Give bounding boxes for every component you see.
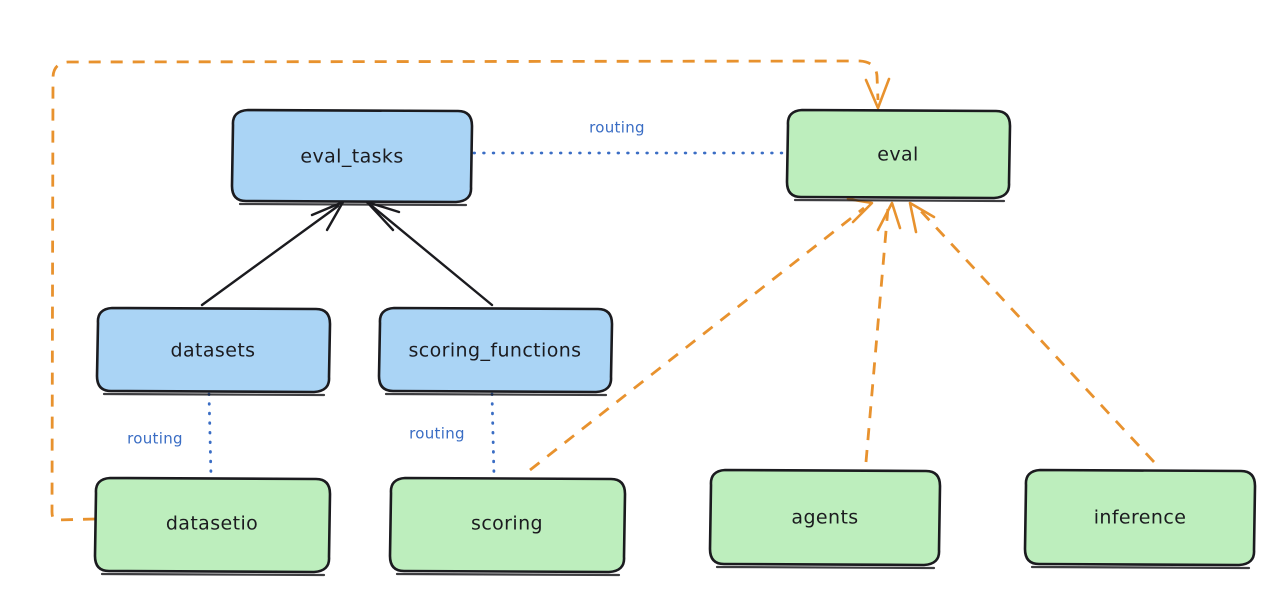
node-eval_tasks[interactable]: eval_tasks: [230, 108, 474, 207]
edge-label-routing-eval: routing: [589, 119, 645, 137]
node-inference[interactable]: inference: [1023, 468, 1257, 570]
edge-inference-to-eval: [908, 201, 1156, 463]
edge-label-routing-datasetio: routing: [127, 430, 183, 448]
routing-edges: [207, 151, 787, 478]
node-label-eval_tasks: eval_tasks: [300, 146, 403, 168]
node-datasets[interactable]: datasets: [95, 306, 332, 397]
node-eval[interactable]: eval: [785, 108, 1012, 203]
node-scoring_functions[interactable]: scoring_functions: [377, 306, 614, 397]
edge-scoring_functions-to-eval_tasks: [365, 200, 494, 307]
edge-label-routing-scoring: routing: [409, 425, 465, 443]
edge-datasets-to-eval_tasks: [200, 200, 345, 307]
node-label-scoring: scoring: [471, 513, 543, 535]
node-agents[interactable]: agents: [708, 468, 942, 570]
node-datasetio[interactable]: datasetio: [93, 476, 332, 577]
node-label-eval: eval: [877, 144, 918, 166]
routing-edge-datasets-datasetio: [207, 392, 213, 478]
routing-edge-scoring_functions-scoring: [490, 392, 496, 478]
node-scoring[interactable]: scoring: [388, 476, 627, 577]
composition-edges: [200, 200, 494, 307]
node-label-agents: agents: [791, 507, 858, 529]
node-label-scoring_functions: scoring_functions: [409, 340, 582, 362]
edge-labels: routing routing routing: [127, 119, 645, 448]
node-label-inference: inference: [1094, 507, 1187, 529]
node-label-datasetio: datasetio: [166, 513, 258, 535]
edge-datasetio-to-eval: [50, 59, 891, 522]
node-label-datasets: datasets: [171, 340, 256, 362]
dependency-edges: [50, 59, 1156, 522]
edge-agents-to-eval: [864, 201, 902, 463]
